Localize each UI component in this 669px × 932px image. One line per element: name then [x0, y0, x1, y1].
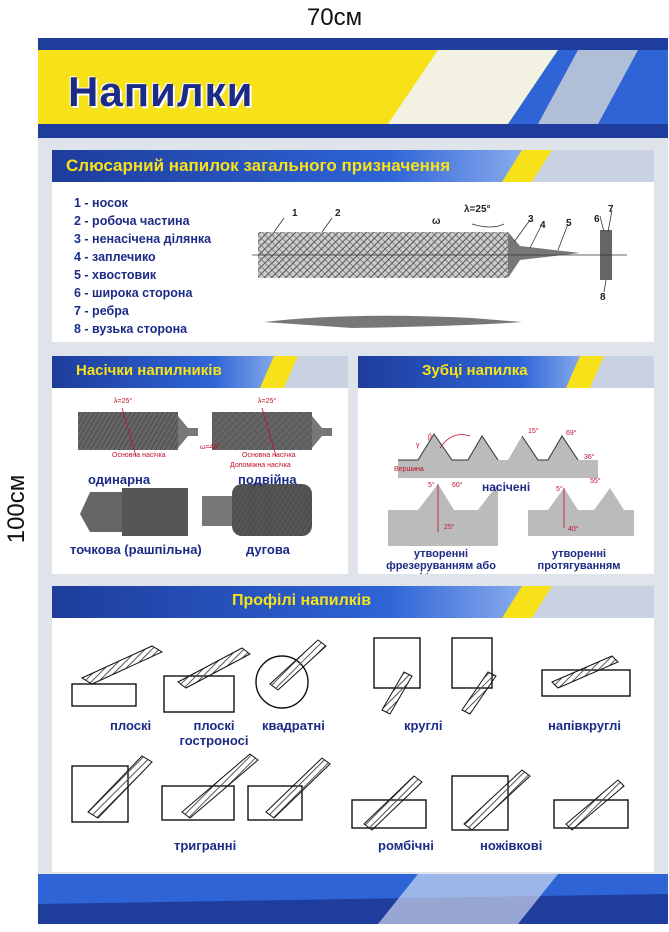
note-extra: Допоміжна насічка — [230, 462, 291, 469]
list-item: 2 - робоча частина — [74, 214, 190, 228]
angle-25: 25° — [444, 524, 455, 531]
section-band — [52, 356, 282, 388]
section-title: Слюсарний напилок загального призначення — [66, 156, 451, 175]
height-dimension: 100см — [3, 474, 30, 544]
angle-15: 15° — [528, 428, 539, 435]
marker-8: 8 — [600, 292, 606, 303]
marker-1: 1 — [292, 208, 298, 219]
label-half-round: напівкруглі — [548, 718, 622, 733]
cuts-diagram — [78, 407, 332, 536]
section-title: Профілі напилків — [232, 592, 372, 609]
section-general-file: Слюсарний напилок загального призначення… — [52, 150, 654, 342]
label-single: одинарна — [88, 472, 151, 487]
section-band — [358, 356, 588, 388]
label-square: квадратні — [262, 718, 325, 733]
note-deg: ω=45° — [200, 444, 221, 451]
beta-label: β — [428, 434, 433, 441]
marker-7: 7 — [608, 204, 614, 215]
angle-single: λ=25° — [114, 398, 133, 405]
header-decoration — [38, 38, 668, 138]
section-title: Насічки напилників — [76, 362, 222, 379]
label-flat: плоскі — [110, 718, 152, 733]
list-item: 3 - ненасічена ділянка — [74, 232, 212, 246]
file-diagram — [252, 209, 627, 328]
angle-55: 55° — [590, 478, 601, 485]
poster: Напилки Слюсарний напилок загального при… — [38, 38, 668, 924]
band-decoration — [566, 356, 654, 388]
label-rasp: точкова (рашпільна) — [70, 542, 202, 557]
angle-5: 5° — [428, 482, 435, 489]
marker-2: 2 — [335, 208, 341, 219]
omega-label: ω — [432, 216, 441, 227]
label-hacksaw: ножівкові — [480, 838, 543, 853]
list-item: 6 - широка сторона — [74, 286, 193, 300]
label-arc: дугова — [246, 542, 290, 557]
list-item: 5 - хвостовик — [74, 268, 157, 282]
band-decoration — [502, 586, 654, 618]
label-cut-teeth: насічені — [482, 480, 531, 494]
label-broached-teeth: утворенні протягуванням — [537, 548, 621, 572]
angle-36: 36° — [584, 454, 595, 461]
angle-40: 40° — [568, 526, 579, 533]
parts-list: 1 - носок 2 - робоча частина 3 - ненасіч… — [74, 194, 211, 338]
footer-decoration — [38, 874, 668, 924]
section-title: Зубці напилка — [422, 362, 528, 379]
label-flat-pointed: плоскі гостроносі — [179, 718, 249, 748]
section-band — [52, 150, 532, 182]
label-round: круглі — [404, 718, 443, 733]
angle-double: λ=25° — [258, 398, 277, 405]
marker-3: 3 — [528, 214, 534, 225]
list-item: 7 - ребра — [74, 304, 129, 318]
note-main-2: Основна насічка — [242, 452, 296, 459]
section-profiles: Профілі напилків — [52, 586, 654, 872]
angle-69: 69° — [566, 430, 577, 437]
angle-60: 60° — [452, 482, 463, 489]
profiles-diagram — [71, 637, 631, 831]
teeth-diagram — [388, 433, 634, 546]
marker-6: 6 — [594, 214, 600, 225]
label-milled-teeth: утворенні фрезеруванням або шліфуванням — [386, 548, 496, 574]
section-cuts: Насічки напилників λ=25° λ=25° Основна н… — [52, 356, 348, 574]
label-triangular: тригранні — [174, 838, 237, 853]
list-item: 4 - заплечико — [74, 250, 156, 264]
lambda-label: λ=25° — [464, 204, 491, 215]
angle-5b: 5° — [556, 486, 563, 493]
width-dimension: 70см — [306, 4, 363, 31]
list-item: 1 - носок — [74, 196, 128, 210]
note-main: Основна насічка — [112, 452, 166, 459]
gamma-label: γ — [416, 442, 420, 449]
band-decoration — [502, 150, 654, 182]
page-title: Напилки — [68, 68, 254, 115]
label-rhombic: ромбічні — [378, 838, 434, 853]
band-decoration — [260, 356, 348, 388]
section-band — [52, 586, 532, 618]
marker-5: 5 — [566, 218, 572, 229]
label-double: подвійна — [238, 472, 297, 487]
section-teeth: Зубці напилка β γ Вершина 15° 69° 36° 5°… — [358, 356, 654, 574]
tip-label: Вершина — [394, 466, 424, 473]
marker-4: 4 — [540, 220, 546, 231]
list-item: 8 - вузька сторона — [74, 322, 188, 336]
